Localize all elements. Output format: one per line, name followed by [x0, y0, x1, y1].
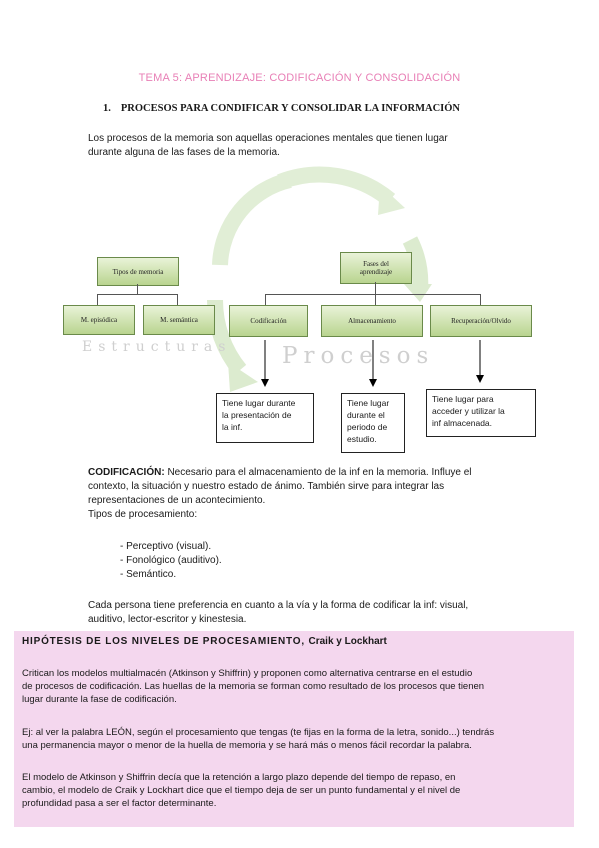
box-tipos-memoria: Tipos de memoria: [97, 257, 179, 286]
list-item: Perceptivo (visual).: [120, 540, 222, 554]
codificacion-label: CODIFICACIÓN:: [88, 467, 165, 478]
hipotesis-title: HIPÓTESIS DE LOS NIVELES DE PROCESAMIENT…: [22, 636, 387, 647]
watermark-estructuras: Estructuras: [82, 339, 232, 355]
box-m-semantica: M. semántica: [143, 305, 215, 335]
intro-line: Los procesos de la memoria son aquellas …: [88, 133, 448, 144]
tipos-label: Tipos de procesamiento:: [88, 509, 198, 520]
list-item: Semántico.: [120, 568, 222, 582]
box-m-episodica: M. episódica: [63, 305, 135, 335]
box-almacenamiento: Almacenamiento: [321, 305, 423, 337]
list-item: Fonológico (auditivo).: [120, 554, 222, 568]
tipos-list: Perceptivo (visual). Fonológico (auditiv…: [120, 540, 222, 582]
codificacion-paragraph: CODIFICACIÓN: Necesario para el almacena…: [88, 466, 528, 522]
hipotesis-p2: Ej: al ver la palabra LEÓN, según el pro…: [22, 727, 495, 751]
section-title: PROCESOS PARA CONDIFICAR Y CONSOLIDAR LA…: [120, 103, 461, 114]
hipotesis-p3: El modelo de Atkinson y Shiffrin decía q…: [22, 772, 461, 809]
section-number: 1.: [103, 103, 111, 114]
section-heading: 1. PROCESOS PARA CONDIFICAR Y CONSOLIDAR …: [103, 103, 460, 114]
box-recuperacion: Recuperación/Olvido: [430, 305, 532, 337]
preferencia-paragraph: Cada persona tiene preferencia en cuanto…: [88, 600, 469, 625]
page-title: TEMA 5: APRENDIZAJE: CODIFICACIÓN Y CONS…: [138, 72, 461, 84]
memory-diagram: Estructuras Procesos Tipos de memoria M.…: [63, 166, 536, 453]
hipotesis-box: [14, 631, 574, 827]
intro-line: durante alguna de las fases de la memori…: [88, 147, 280, 158]
box-codificacion: Codificación: [229, 305, 308, 337]
pointer-arrows: [261, 340, 484, 387]
cycle-arrows-graphic: [206, 166, 432, 392]
intro-paragraph: Los procesos de la memoria son aquellas …: [88, 132, 508, 160]
hipotesis-p1: Critican los modelos multialmacén (Atkin…: [22, 668, 485, 705]
watermark-procesos: Procesos: [282, 343, 435, 369]
